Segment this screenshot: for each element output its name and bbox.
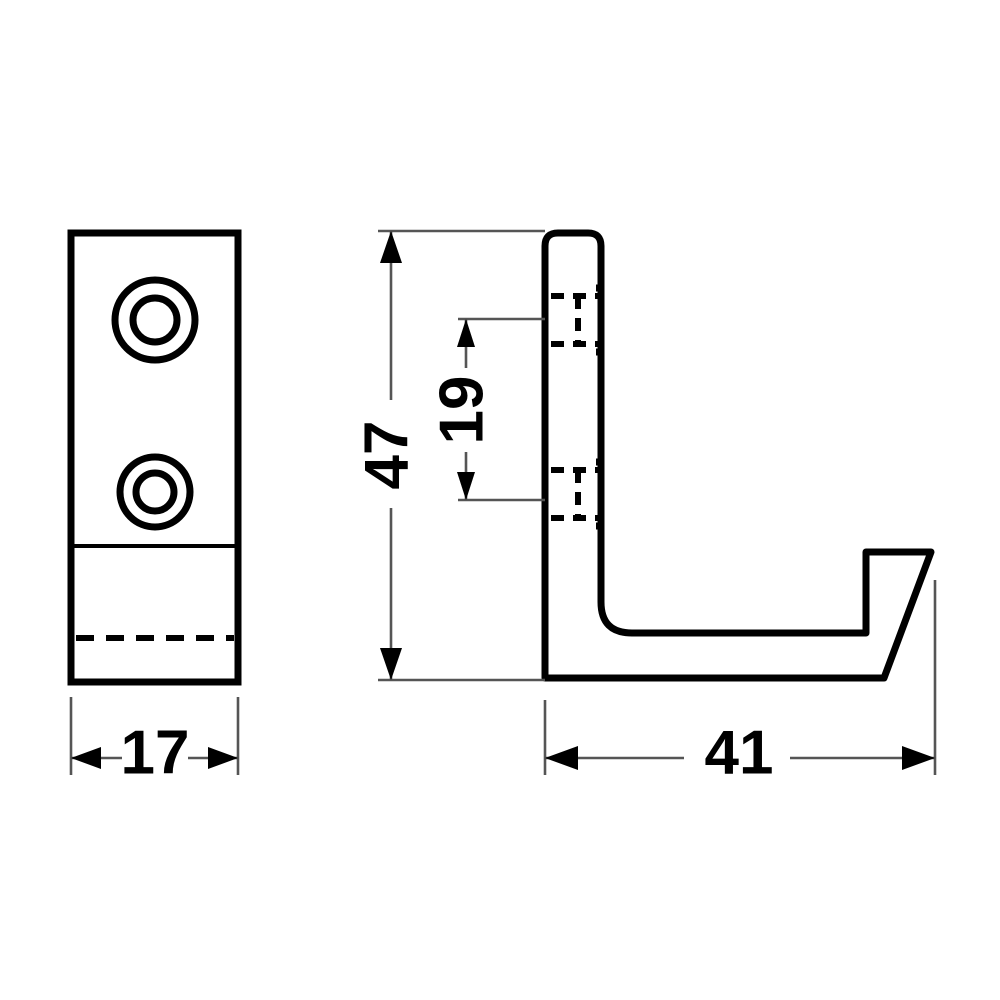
upper-countersunk-hole-hidden xyxy=(551,293,601,347)
dimension-41: 41 xyxy=(543,580,937,787)
arrow-down-47 xyxy=(380,648,402,680)
arrow-left-41 xyxy=(545,746,578,770)
dimension-19: 19 xyxy=(427,317,545,502)
arrow-up-19 xyxy=(457,319,475,347)
front-view-group xyxy=(67,229,242,686)
dimension-label-17: 17 xyxy=(121,718,190,787)
lower-screw-hole xyxy=(116,453,194,531)
upper-screw-hole xyxy=(111,276,199,364)
lower-countersunk-hole-hidden xyxy=(551,467,601,521)
wall-notch-ticks xyxy=(596,284,604,530)
dimension-17: 17 xyxy=(69,697,240,787)
dimension-label-41: 41 xyxy=(705,718,774,787)
arrow-up-47 xyxy=(380,231,402,263)
dimension-label-19: 19 xyxy=(427,376,496,445)
mounting-plate-outline xyxy=(67,229,242,686)
dimension-label-47: 47 xyxy=(352,421,421,490)
arrow-right-41 xyxy=(902,746,935,770)
hook-profile-outline xyxy=(541,229,935,682)
dimension-47: 47 xyxy=(352,229,545,682)
arrow-left-17 xyxy=(71,747,101,769)
arrow-down-19 xyxy=(457,472,475,500)
side-view-group xyxy=(541,229,935,682)
arrow-right-17 xyxy=(208,747,238,769)
